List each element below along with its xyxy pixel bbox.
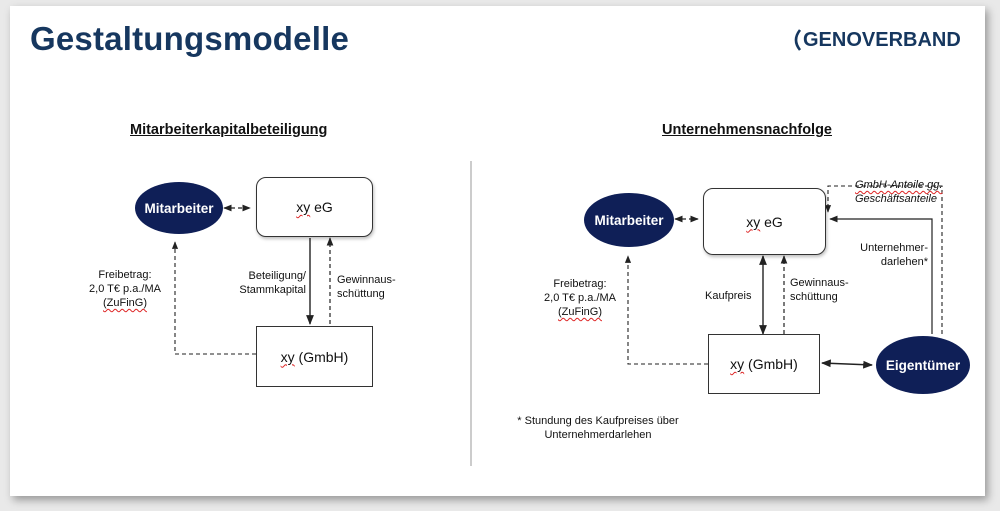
right-gmbh-box: xy (GmbH): [708, 334, 820, 394]
right-anteile-label: GmbH-Anteile gg. Geschäftsanteile: [855, 179, 943, 205]
right-gmbh-owner-arrow: [821, 359, 873, 369]
logo-text: GENOVERBAND: [803, 29, 961, 51]
left-gmbh-rest: (GmbH): [294, 348, 349, 365]
diagram-connectors: [171, 161, 943, 466]
genoverband-logo: GENOVERBAND: [790, 28, 961, 52]
page-title: Gestaltungsmodelle: [30, 20, 350, 57]
right-gmbh-rest: (GmbH): [744, 356, 798, 372]
right-mitarbeiter-ellipse: Mitarbeiter: [584, 193, 674, 247]
left-freibetrag-label: Freibetrag: 2,0 T€ p.a./MA (ZuFinG): [89, 269, 161, 309]
right-section-heading: Unternehmensnachfolge: [662, 122, 832, 138]
eigentuemer-ellipse: Eigentümer: [876, 336, 970, 394]
left-gmbh-word: xy: [280, 348, 295, 365]
left-eg-word: xy: [296, 199, 311, 215]
left-beteiligung-label: Beteiligung/ Stammkapital: [239, 270, 306, 296]
right-freibetrag-label: Freibetrag: 2,0 T€ p.a./MA (ZuFinG): [544, 278, 616, 318]
right-kaufpreis-label: Kaufpreis: [705, 290, 752, 302]
right-anteile-arrow: [824, 185, 943, 334]
left-gmbh-box: xy (GmbH): [256, 326, 373, 387]
right-eg-box: xy eG: [703, 188, 826, 255]
right-darlehen-label: Unternehmer- darlehen*: [860, 242, 928, 268]
eigentuemer-label: Eigentümer: [885, 357, 961, 373]
left-mitarbeiter-ellipse: Mitarbeiter: [135, 182, 223, 234]
right-freibetrag-arrow: [624, 255, 708, 365]
logo-arc-icon: [794, 29, 802, 51]
right-darlehen-arrow: [829, 215, 933, 334]
footnote: * Stundung des Kaufpreises über Unterneh…: [517, 415, 679, 441]
left-eg-box: xy eG: [256, 177, 373, 237]
left-eg-rest: eG: [310, 199, 333, 215]
right-eg-rest: eG: [760, 213, 783, 230]
right-eg-word: xy: [746, 213, 761, 230]
left-mitarbeiter-label: Mitarbeiter: [144, 200, 214, 216]
left-freibetrag-arrow: [171, 241, 256, 355]
right-gewinn-label: Gewinnaus- schüttung: [790, 277, 849, 303]
right-gmbh-word: xy: [730, 356, 745, 372]
slide: Gestaltungsmodelle GENOVERBAND Mitarbeit…: [10, 6, 985, 496]
right-mitarbeiter-label: Mitarbeiter: [594, 212, 664, 228]
left-gewinn-label: Gewinnaus- schüttung: [337, 274, 396, 300]
left-section-heading: Mitarbeiterkapitalbeteiligung: [130, 122, 328, 138]
